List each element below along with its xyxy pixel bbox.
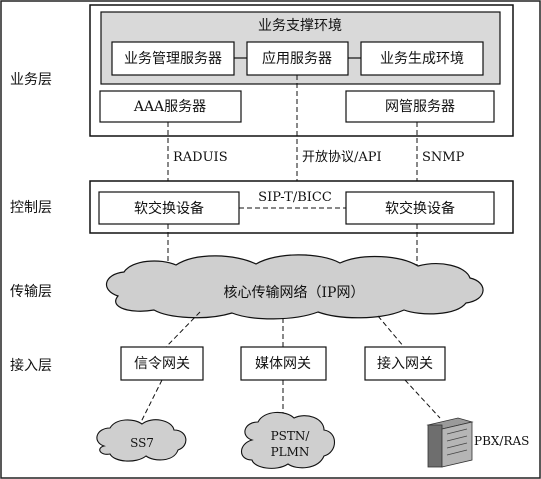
softswitch-right-box [345, 191, 495, 225]
core-network-cloud [106, 254, 484, 320]
softswitch-right-label: 软交换设备 [385, 200, 455, 217]
service-gen-env-label: 业务生成环境 [380, 51, 464, 67]
signaling-gateway-box [120, 346, 204, 381]
nms-server-box [345, 90, 495, 123]
media-gateway-box [240, 346, 327, 381]
plmn-label: PLMN [271, 445, 310, 459]
nms-server-label: 网管服务器 [385, 99, 455, 115]
service-support-env-title: 业务支撑环境 [258, 18, 342, 34]
ss7-label: SS7 [130, 436, 154, 450]
softswitch-left-label: 软交换设备 [134, 200, 204, 217]
ss7-cloud [96, 419, 187, 462]
snmp-protocol-label: SNMP [422, 150, 465, 165]
pbx-ras-label: PBX/RAS [474, 434, 529, 448]
media-gateway-label: 媒体网关 [255, 356, 311, 372]
service-mgmt-server-label: 业务管理服务器 [124, 51, 222, 67]
radius-protocol-label: RADUIS [173, 150, 228, 165]
signaling-gateway-label: 信令网关 [134, 356, 190, 372]
aaa-server-box [99, 90, 242, 123]
layer-label-control: 控制层 [10, 200, 52, 216]
pstn-plmn-cloud [240, 411, 336, 469]
dashed-link-core-signaling-gw [165, 311, 201, 348]
access-gateway-label: 接入网关 [377, 355, 433, 372]
layer-label-access: 接入层 [10, 357, 52, 374]
layer-label-transport: 传输层 [10, 284, 52, 300]
sip-bicc-label: SIP-T/BICC [258, 190, 332, 205]
core-network-label: 核心传输网络（IP网） [224, 285, 365, 301]
pstn-label: PSTN/ [271, 429, 311, 443]
dashed-link-signaling-ss7 [139, 379, 163, 425]
pbx-device-icon [426, 417, 474, 468]
open-protocol-api-label: 开放协议/API [302, 150, 382, 165]
app-server-label: 应用服务器 [262, 50, 332, 67]
dashed-link-access-pbx [404, 379, 441, 419]
layer-label-business: 业务层 [10, 72, 52, 88]
aaa-server-label: AAA服务器 [133, 99, 206, 115]
dashed-link-core-access-gw [377, 315, 405, 348]
